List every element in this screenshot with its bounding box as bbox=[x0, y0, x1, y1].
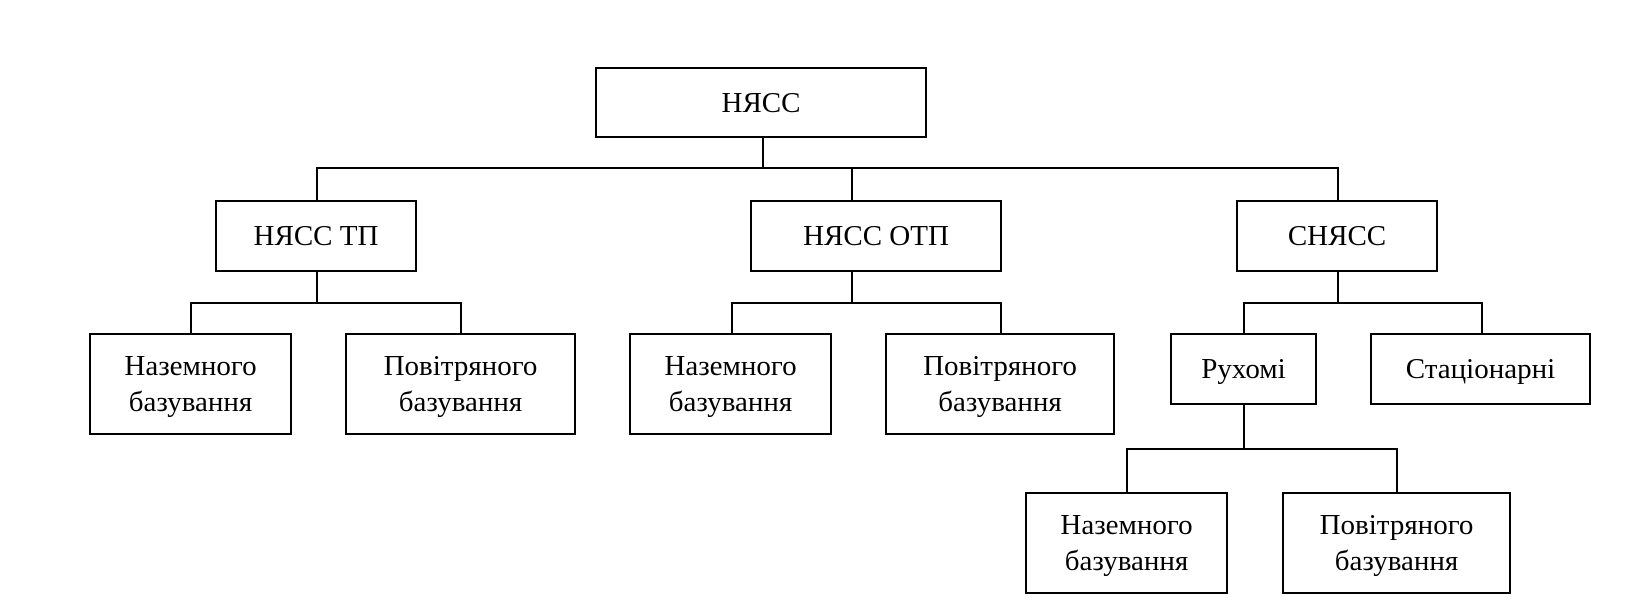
node-otp-air: Повітряного базування bbox=[885, 333, 1115, 435]
node-stationary: Стаціонарні bbox=[1370, 333, 1591, 405]
root-node: НЯСС bbox=[595, 67, 927, 138]
connector-mobile-left bbox=[1126, 448, 1128, 493]
connector-to-snyass bbox=[1337, 167, 1339, 201]
connector-otp-down bbox=[851, 271, 853, 304]
connector-snyass-right bbox=[1481, 302, 1483, 335]
connector-level1-bar bbox=[316, 167, 1339, 169]
node-mobile-ground: Наземного базування bbox=[1025, 492, 1228, 594]
connector-otp-bar bbox=[731, 302, 1002, 304]
connector-snyass-down bbox=[1337, 271, 1339, 304]
connector-otp-right bbox=[1000, 302, 1002, 335]
connector-tp-left bbox=[190, 302, 192, 335]
connector-snyass-left bbox=[1243, 302, 1245, 335]
connector-mobile-right bbox=[1396, 448, 1398, 493]
connector-tp-down bbox=[316, 271, 318, 304]
node-mobile: Рухомі bbox=[1170, 333, 1317, 405]
node-mobile-air: Повітряного базування bbox=[1282, 492, 1511, 594]
node-snyass: СНЯСС bbox=[1236, 200, 1438, 272]
node-nyass-tp: НЯСС ТП bbox=[215, 200, 417, 272]
node-nyass-otp: НЯСС ОТП bbox=[750, 200, 1002, 272]
connector-to-otp bbox=[851, 167, 853, 201]
connector-mobile-bar bbox=[1126, 448, 1398, 450]
connector-snyass-bar bbox=[1243, 302, 1483, 304]
connector-tp-bar bbox=[190, 302, 462, 304]
node-tp-ground: Наземного базування bbox=[89, 333, 292, 435]
connector-to-tp bbox=[316, 167, 318, 201]
node-tp-air: Повітряного базування bbox=[345, 333, 576, 435]
node-otp-ground: Наземного базування bbox=[629, 333, 832, 435]
connector-otp-left bbox=[731, 302, 733, 335]
connector-tp-right bbox=[460, 302, 462, 335]
connector-mobile-down bbox=[1243, 404, 1245, 450]
connector-root-down bbox=[762, 137, 764, 169]
